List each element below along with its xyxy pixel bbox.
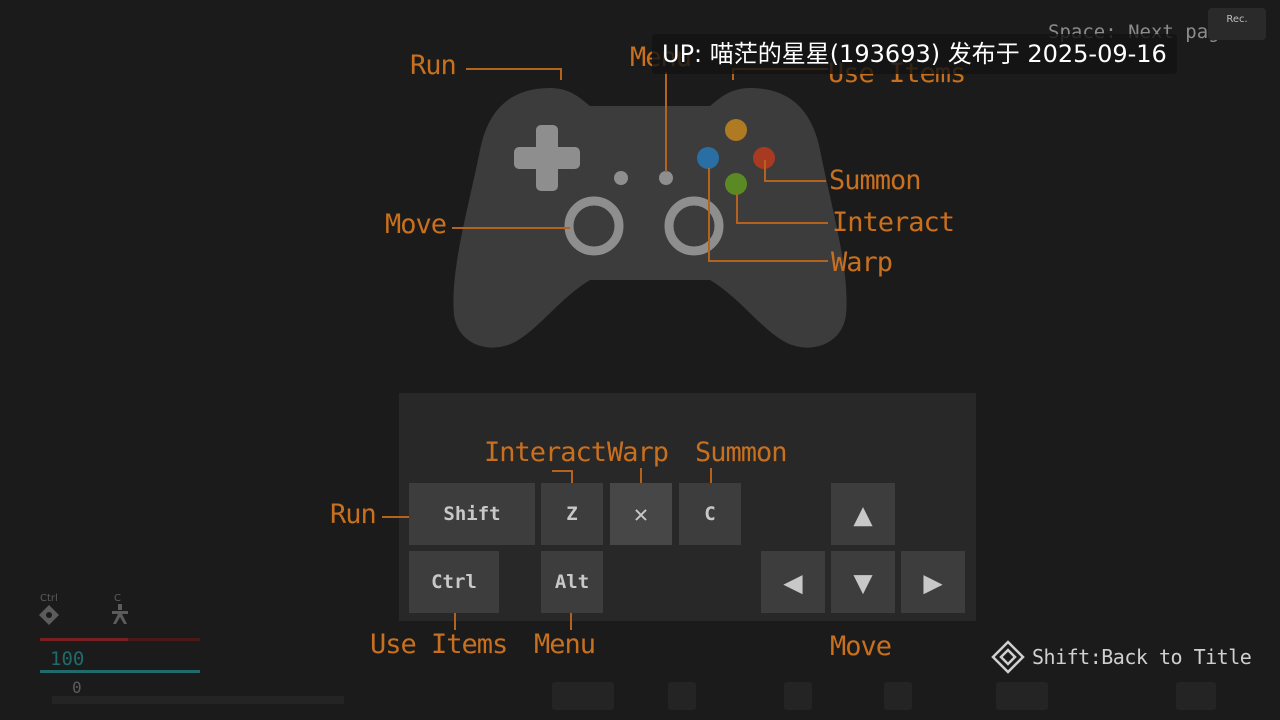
dpad-icon xyxy=(514,125,580,191)
gp-label-warp: Warp xyxy=(831,247,893,278)
kb-label-use-items: Use Items xyxy=(370,629,508,660)
y-button-icon xyxy=(725,119,747,141)
diamond-icon xyxy=(39,605,59,625)
view-button-icon xyxy=(614,171,628,185)
hint-box xyxy=(552,682,614,710)
kb-label-menu: Menu xyxy=(534,629,596,660)
key-alt: Alt xyxy=(541,551,603,613)
key-ctrl: Ctrl xyxy=(409,551,499,613)
mp-bar xyxy=(40,670,200,673)
rec-badge: Rec. xyxy=(1208,8,1266,40)
gp-label-summon: Summon xyxy=(829,165,922,196)
diamond-nav-icon xyxy=(991,640,1025,674)
gamepad-body xyxy=(453,88,847,348)
right-stick-icon xyxy=(664,196,724,256)
left-stick-icon xyxy=(564,196,624,256)
hud-ctrl-hint: Ctrl xyxy=(40,593,58,604)
x-button-icon xyxy=(697,147,719,169)
kb-label-interact: Interact xyxy=(484,437,607,468)
key-c: C xyxy=(679,483,741,545)
back-to-title-hint[interactable]: Shift:Back to Title xyxy=(1032,645,1252,669)
kb-label-run: Run xyxy=(330,499,377,530)
key-down-icon: ▼ xyxy=(831,551,895,613)
gp-label-move: Move xyxy=(385,209,447,240)
key-z: Z xyxy=(541,483,603,545)
kb-label-warp: Warp xyxy=(607,437,669,468)
hp-bar-track xyxy=(40,638,200,641)
hp-bar-fill xyxy=(40,638,128,641)
gp-label-run: Run xyxy=(410,50,457,81)
key-x: ✕ xyxy=(610,483,672,545)
xp-bar-track xyxy=(52,696,344,704)
hint-box xyxy=(1176,682,1216,710)
uploader-caption: UP: 喵茫的星星(193693) 发布于 2025-09-16 xyxy=(652,34,1177,74)
key-left-icon: ◀ xyxy=(761,551,825,613)
gp-label-interact: Interact xyxy=(832,207,955,238)
hud-hp-value: 100 xyxy=(50,648,85,670)
hint-box xyxy=(784,682,812,710)
person-icon xyxy=(112,604,128,624)
kb-label-summon: Summon xyxy=(695,437,788,468)
hint-box xyxy=(996,682,1048,710)
hud-mp-value: 0 xyxy=(72,678,82,697)
kb-label-move: Move xyxy=(830,631,892,662)
a-button-icon xyxy=(725,173,747,195)
hud-c-hint: C xyxy=(114,593,121,604)
hint-box xyxy=(884,682,912,710)
key-right-icon: ▶ xyxy=(901,551,965,613)
hint-box xyxy=(668,682,696,710)
key-shift: Shift xyxy=(409,483,535,545)
key-up-icon: ▲ xyxy=(831,483,895,545)
menu-button-icon xyxy=(659,171,673,185)
gamepad-illustration xyxy=(453,88,847,348)
b-button-icon xyxy=(753,147,775,169)
